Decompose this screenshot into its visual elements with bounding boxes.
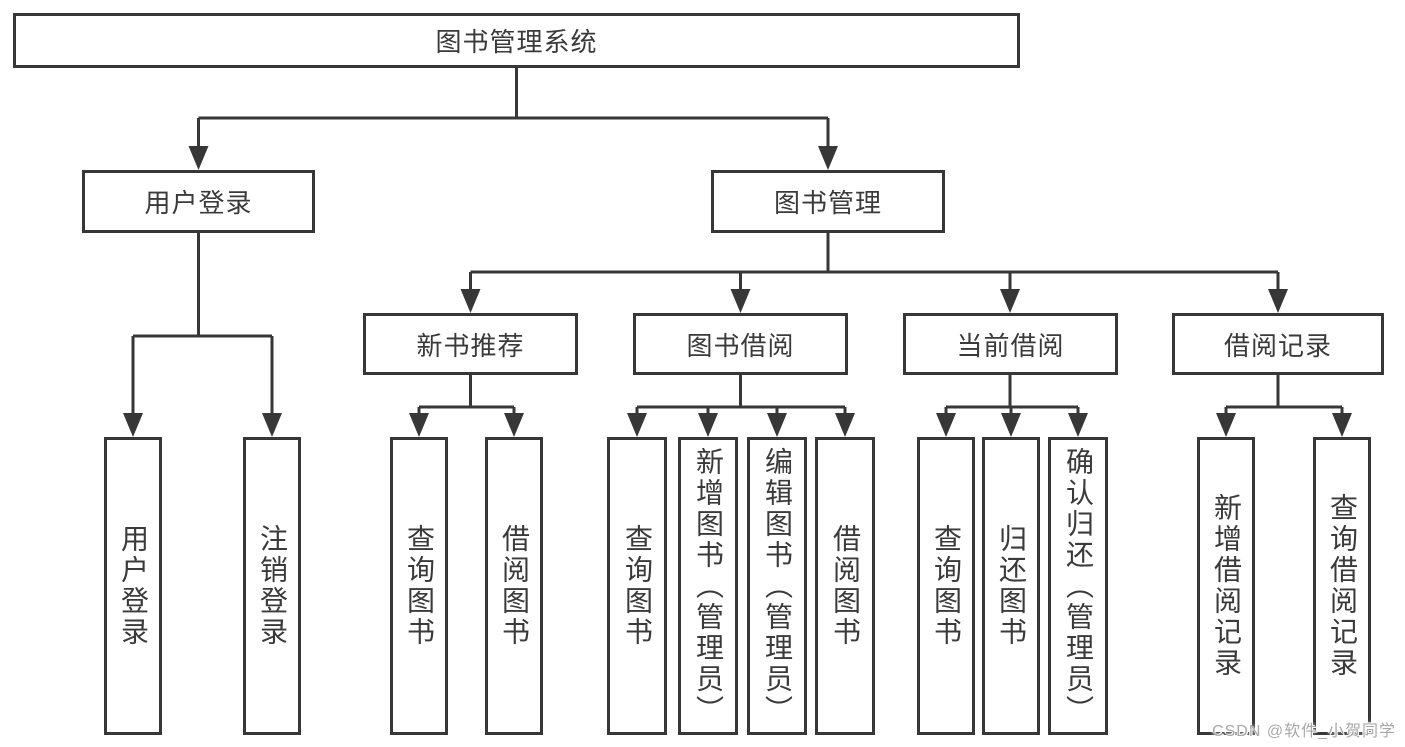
connector-new-book-recommend-to-leaves bbox=[409, 375, 524, 437]
node-label: 用户登录 bbox=[144, 188, 253, 218]
arrow-down-icon bbox=[1332, 413, 1352, 437]
arrow-down-icon bbox=[818, 146, 838, 170]
node-root-library-system: 图书管理系统 bbox=[13, 13, 1020, 68]
node-leaf-confirm-return-admin: 确认归还（管理员） bbox=[1048, 437, 1108, 735]
node-label: 图书借阅 bbox=[686, 330, 795, 361]
node-new-book-recommend: 新书推荐 bbox=[363, 313, 578, 375]
arrow-down-icon bbox=[1068, 413, 1088, 437]
node-label: 新增借阅记录 bbox=[1211, 493, 1242, 679]
node-book-management: 图书管理 bbox=[711, 170, 945, 233]
arrow-down-icon bbox=[1268, 289, 1288, 313]
node-leaf-query-books-borrow: 查询图书 bbox=[607, 437, 667, 735]
node-label: 查询借阅记录 bbox=[1327, 493, 1358, 679]
node-user-login: 用户登录 bbox=[82, 170, 315, 233]
node-borrow-record: 借阅记录 bbox=[1172, 313, 1384, 375]
node-label: 借阅图书 bbox=[830, 524, 861, 648]
arrow-down-icon bbox=[460, 289, 481, 313]
connector-book-borrow-to-leaves bbox=[627, 375, 855, 437]
node-leaf-borrow-books-recommend: 借阅图书 bbox=[485, 437, 543, 735]
connector-user-login-to-leaves bbox=[123, 233, 282, 437]
node-leaf-edit-books-admin: 编辑图书（管理员） bbox=[747, 437, 807, 735]
node-label: 查询图书 bbox=[404, 524, 435, 648]
node-label: 查询图书 bbox=[931, 524, 962, 648]
arrow-down-icon bbox=[1216, 413, 1236, 437]
node-label: 用户登录 bbox=[118, 524, 149, 648]
node-current-borrow: 当前借阅 bbox=[903, 313, 1118, 375]
node-label: 借阅记录 bbox=[1223, 330, 1332, 361]
node-leaf-query-books-current: 查询图书 bbox=[917, 437, 975, 735]
arrow-down-icon bbox=[1000, 289, 1020, 313]
node-leaf-add-borrow-record: 新增借阅记录 bbox=[1197, 437, 1255, 735]
connector-borrow-record-to-leaves bbox=[1216, 375, 1352, 437]
node-label: 编辑图书（管理员） bbox=[762, 446, 793, 726]
arrow-down-icon bbox=[698, 413, 718, 437]
node-leaf-logout: 注销登录 bbox=[243, 437, 301, 735]
arrow-down-icon bbox=[504, 413, 524, 437]
connector-current-borrow-to-leaves bbox=[936, 375, 1088, 437]
node-label: 图书管理 bbox=[773, 188, 882, 218]
arrow-down-icon bbox=[188, 146, 209, 170]
node-label: 新书推荐 bbox=[416, 330, 525, 361]
arrow-down-icon bbox=[123, 413, 143, 437]
node-leaf-query-borrow-record: 查询借阅记录 bbox=[1313, 437, 1371, 735]
node-book-borrow: 图书借阅 bbox=[633, 313, 848, 375]
node-label: 注销登录 bbox=[257, 524, 288, 648]
arrow-down-icon bbox=[835, 413, 855, 437]
arrow-down-icon bbox=[627, 413, 647, 437]
node-leaf-borrow-books: 借阅图书 bbox=[815, 437, 875, 735]
node-leaf-user-login: 用户登录 bbox=[104, 437, 162, 735]
node-label: 借阅图书 bbox=[499, 524, 530, 648]
node-leaf-return-books: 归还图书 bbox=[982, 437, 1040, 735]
node-label: 查询图书 bbox=[622, 524, 653, 648]
arrow-down-icon bbox=[730, 289, 751, 313]
arrow-down-icon bbox=[409, 413, 429, 437]
node-leaf-query-books-recommend: 查询图书 bbox=[390, 437, 448, 735]
arrow-down-icon bbox=[262, 413, 282, 437]
arrow-down-icon bbox=[767, 413, 787, 437]
node-leaf-add-books-admin: 新增图书（管理员） bbox=[678, 437, 738, 735]
node-label: 图书管理系统 bbox=[435, 27, 598, 57]
arrow-down-icon bbox=[1001, 413, 1021, 437]
node-label: 确认归还（管理员） bbox=[1063, 446, 1094, 726]
connector-book-management-to-level3 bbox=[460, 233, 1288, 313]
connector-root-to-level2 bbox=[188, 68, 838, 170]
node-label: 新增图书（管理员） bbox=[693, 446, 724, 726]
node-label: 归还图书 bbox=[996, 524, 1027, 648]
node-label: 当前借阅 bbox=[956, 330, 1065, 361]
arrow-down-icon bbox=[936, 413, 956, 437]
csdn-watermark: CSDN @软件_小贺同学 bbox=[1212, 723, 1396, 740]
